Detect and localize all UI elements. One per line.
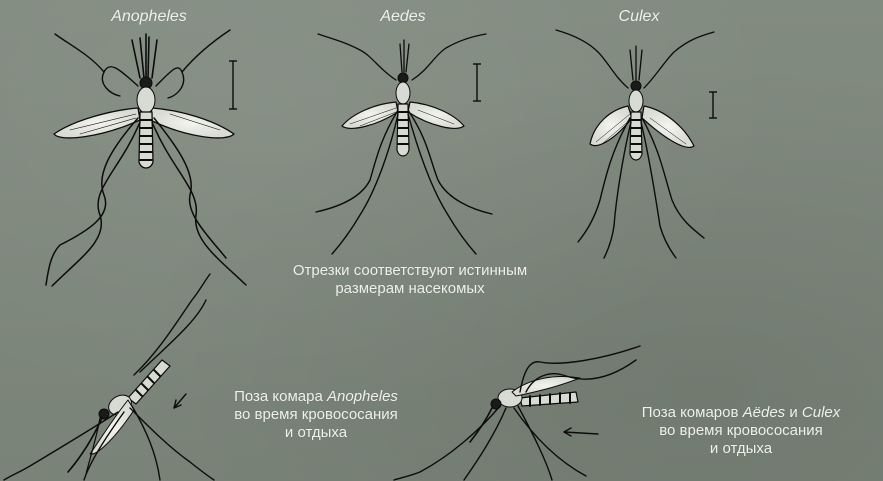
culex-title: Culex — [579, 8, 699, 26]
aedes-culex-pose-line2: во время кровососания — [605, 422, 877, 440]
scale-note: Отрезки соответствуют истинным размерам … — [250, 262, 570, 298]
aedes-culex-pose-prefix: Поза комаров — [642, 404, 743, 421]
aedes-culex-pose-line3: и отдыха — [605, 440, 877, 458]
aedes-culex-pose-caption: Поза комаров Aëdes и Culex во время кров… — [605, 404, 877, 458]
anopheles-pose-prefix: Поза комара — [234, 388, 327, 405]
aedes-culex-pose-conj: и — [785, 404, 802, 421]
anopheles-pose-genus: Anopheles — [327, 388, 398, 405]
anopheles-pose-line2: во время кровососания — [196, 406, 436, 424]
anopheles-resting-figure — [4, 274, 214, 480]
aedes-pose-genus: Aëdes — [743, 404, 786, 421]
anopheles-title: Anopheles — [89, 8, 209, 26]
scale-note-line2: размерам насекомых — [250, 280, 570, 298]
anopheles-dorsal-figure — [46, 30, 246, 286]
aedes-dorsal-figure — [316, 34, 492, 254]
aedes-title: Aedes — [343, 8, 463, 26]
anopheles-pose-line3: и отдыха — [196, 424, 436, 442]
culex-dorsal-figure — [556, 30, 714, 258]
culex-pose-genus: Culex — [802, 404, 840, 421]
aedes-culex-pose-line1: Поза комаров Aëdes и Culex — [605, 404, 877, 422]
anopheles-pose-line1: Поза комара Anopheles — [196, 388, 436, 406]
scale-note-line1: Отрезки соответствуют истинным — [250, 262, 570, 280]
anopheles-pose-caption: Поза комара Anopheles во время кровососа… — [196, 388, 436, 442]
